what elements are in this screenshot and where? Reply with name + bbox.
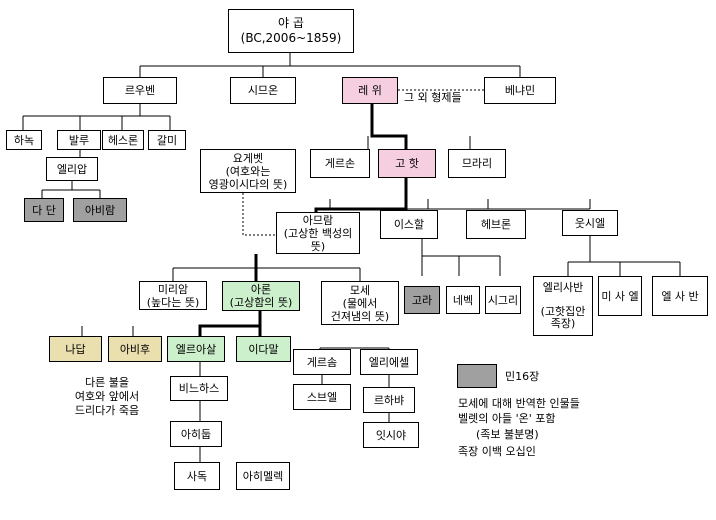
node-hezron: 헤스론: [102, 130, 144, 150]
legend-line-3: (족보 불분명): [476, 428, 539, 441]
node-ahimelech: 아히멜렉: [236, 462, 290, 490]
node-pallu: 발루: [57, 130, 101, 150]
note-nadab-abihu: 다른 불을 여호와 앞에서 드리다가 죽음: [74, 376, 140, 417]
node-shebuel: 스브엘: [293, 384, 351, 410]
node-korah: 고라: [404, 286, 440, 314]
node-nepheg: 네벡: [446, 286, 480, 314]
node-abiram: 아비람: [73, 198, 127, 222]
node-miriam: 미리암 (높다는 뜻): [139, 281, 207, 310]
node-ahitub: 아히둡: [170, 421, 222, 447]
node-kohath: 고 핫: [378, 149, 436, 178]
node-rehabiah: 르하뱌: [363, 387, 415, 413]
node-phinehas: 비느하스: [170, 376, 228, 401]
node-elzaphan-2: 엘 사 반: [652, 276, 708, 316]
legend-line-1: 모세에 대해 반역한 인물들: [458, 397, 580, 410]
node-jochebed: 요게벳 (여호와는 영광이시다의 뜻): [200, 149, 296, 193]
node-nadab: 나답: [49, 336, 102, 362]
label-other-brothers: 그 외 형제들: [404, 91, 462, 104]
node-amram: 아므람 (고상한 백성의 뜻): [276, 212, 360, 254]
node-dathan: 다 단: [24, 198, 64, 222]
node-zadok: 사독: [174, 462, 220, 490]
node-gershon: 게르손: [310, 149, 370, 178]
legend-swatch-label: 민16장: [505, 370, 540, 383]
node-hebron: 헤브론: [466, 210, 526, 239]
node-levi: 레 위: [342, 77, 398, 104]
node-eliezer: 엘리에셀: [360, 349, 418, 375]
node-reuben: 르우벤: [103, 77, 177, 104]
node-merari: 므라리: [448, 149, 506, 178]
node-elzaphan: 엘리사반 (고핫집안 족장): [533, 276, 593, 336]
legend-swatch: [457, 364, 497, 388]
node-jacob: 야 곱 (BC,2006~1859): [228, 9, 354, 53]
node-carmi: 갈미: [148, 130, 186, 150]
legend-line-4: 족장 이백 오십인: [458, 445, 536, 458]
node-izhar: 이스할: [380, 210, 438, 239]
node-abihu: 아비후: [108, 336, 162, 362]
node-aaron: 아론 (고상함의 뜻): [222, 281, 300, 311]
node-eleazar: 엘르아살: [167, 336, 225, 362]
node-moses: 모세 (물에서 건져냄의 뜻): [321, 281, 399, 325]
node-benjamin: 베냐민: [484, 77, 556, 104]
node-ithamar: 이다말: [236, 336, 291, 362]
legend-line-2: 벨렛의 아들 '온' 포함: [458, 412, 556, 425]
node-simeon: 시므온: [230, 77, 296, 104]
node-hanoch: 하녹: [6, 130, 42, 150]
node-uzziel: 웃시엘: [562, 210, 618, 236]
node-zichri: 시그리: [485, 286, 521, 314]
node-isshiah: 잇시야: [363, 422, 419, 448]
node-gershom: 게르솜: [293, 349, 351, 375]
node-mishael: 미 사 엘: [598, 276, 642, 316]
node-eliab: 엘리압: [46, 157, 98, 181]
